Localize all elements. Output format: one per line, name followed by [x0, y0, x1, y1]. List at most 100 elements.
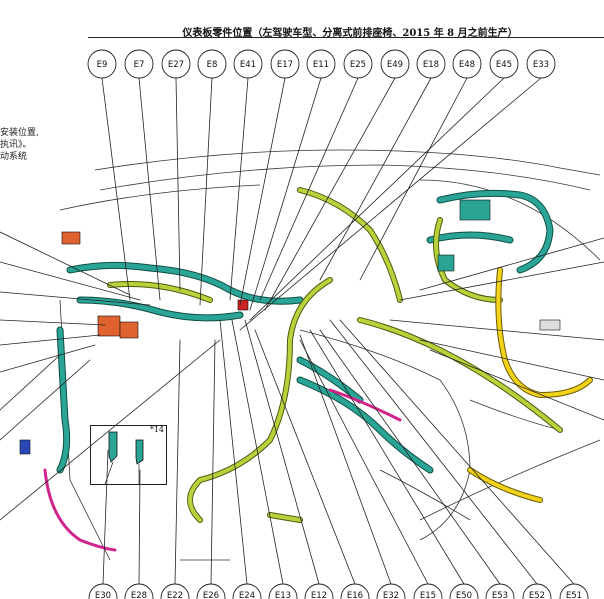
callout-top-0: [101, 77, 131, 301]
connector-e30: E30: [88, 583, 118, 599]
callout-top-7: [259, 77, 359, 301]
connector-e11: E11: [306, 49, 336, 79]
connector-e25: E25: [343, 49, 373, 79]
connector-e17: E17: [270, 49, 300, 79]
teal-harness-outline-2: [436, 189, 554, 274]
callout-bottom-7: [254, 329, 356, 585]
callout-top-4: [229, 77, 249, 301]
callout-top-5: [239, 77, 286, 306]
yellow-harness-0: [496, 268, 592, 397]
inset-detail-box: *14: [90, 425, 167, 485]
callout-bottom-0: [102, 449, 109, 585]
callout-right-4: [419, 339, 604, 381]
connector-e33: E33: [526, 49, 556, 79]
callout-left-8: [0, 339, 221, 521]
connector-e26: E26: [196, 583, 226, 599]
lime-harness-4: [108, 282, 212, 302]
svg-text:E9: E9: [97, 60, 108, 70]
callout-bottom-10: [309, 329, 465, 585]
callout-bottom-2: [174, 339, 181, 585]
svg-text:E15: E15: [420, 591, 436, 599]
svg-text:E45: E45: [496, 60, 512, 70]
harness-teal: [56, 189, 554, 474]
callout-left-6: [0, 354, 61, 411]
svg-text:E41: E41: [240, 60, 256, 70]
connector-blocks: [19, 199, 561, 455]
callout-top-2: [175, 77, 181, 291]
connector-e18: E18: [416, 49, 446, 79]
inset-label: *14: [149, 425, 164, 434]
orange-connector-1: [97, 315, 121, 337]
callout-left-5: [0, 344, 96, 373]
side-note-3: 动系统: [0, 152, 28, 162]
connector-e53: E53: [485, 583, 515, 599]
callout-right-3: [429, 349, 604, 421]
orange-connector-0: [61, 231, 81, 245]
lime-harness-1: [298, 188, 402, 302]
connector-e51: E51: [559, 583, 589, 599]
blue-connector-0: [19, 439, 31, 455]
top-connector-labels: E9 E7 E27 E8 E41 E17 E11 E25 E49 E18 E48…: [87, 49, 556, 79]
svg-text:E52: E52: [529, 591, 545, 599]
callout-left-1: [0, 261, 141, 301]
callout-left-3: [0, 319, 106, 326]
connector-e24: E24: [232, 583, 262, 599]
lime-harness-2: [434, 218, 502, 302]
connector-e48: E48: [452, 49, 482, 79]
teal-harness-3: [427, 232, 513, 243]
lime-harness-outline-1: [297, 187, 403, 303]
callout-bottom-11: [319, 329, 501, 585]
connector-e28: E28: [124, 583, 154, 599]
connector-e52: E52: [522, 583, 552, 599]
bottom-connector-labels: E30 E28 E22 E26 E24 E13 E12 E16 E32 E15 …: [88, 583, 589, 599]
svg-text:E8: E8: [207, 60, 218, 70]
callout-right-0: [419, 237, 604, 291]
callout-top-8: [264, 77, 396, 311]
connector-e9: E9: [87, 49, 117, 79]
lime-harness-0: [188, 278, 332, 522]
callout-right-1: [399, 261, 604, 301]
svg-text:E18: E18: [423, 60, 439, 70]
callout-top-3: [199, 77, 213, 306]
magenta-harness-1: [328, 388, 402, 422]
teal-connector-1: [459, 199, 491, 221]
teal-harness-0: [67, 262, 303, 304]
callout-bottom-9: [299, 339, 429, 585]
svg-text:E30: E30: [95, 591, 111, 599]
connector-e27: E27: [161, 49, 191, 79]
svg-text:E27: E27: [168, 60, 184, 70]
svg-text:E26: E26: [203, 591, 219, 599]
svg-text:E11: E11: [313, 60, 329, 70]
callout-bottom-12: [329, 319, 538, 585]
svg-text:E49: E49: [387, 60, 403, 70]
yellow-harness-1: [468, 468, 542, 502]
callout-bottom-3: [210, 339, 216, 585]
callout-left-2: [0, 291, 151, 306]
connector-e22: E22: [160, 583, 190, 599]
svg-text:E25: E25: [350, 60, 366, 70]
lime-harness-5: [358, 318, 562, 432]
svg-text:E16: E16: [347, 591, 363, 599]
svg-text:E22: E22: [167, 591, 183, 599]
callout-bottom-5: [231, 319, 284, 585]
connector-e7: E7: [124, 49, 154, 79]
gray-connector-0: [539, 319, 561, 331]
svg-text:E51: E51: [566, 591, 582, 599]
connector-e16: E16: [340, 583, 370, 599]
svg-text:E33: E33: [533, 60, 549, 70]
connector-e45: E45: [489, 49, 519, 79]
connector-e49: E49: [380, 49, 410, 79]
svg-text:E48: E48: [459, 60, 475, 70]
svg-text:E12: E12: [311, 591, 327, 599]
teal-harness-4: [297, 377, 433, 473]
diagram-title: 仪表板零件位置（左驾驶车型、分离式前排座椅、2015 年 8 月之前生产）: [182, 28, 518, 39]
inset-connectors: [104, 431, 144, 484]
connector-e13: E13: [268, 583, 298, 599]
title-underline: [88, 37, 604, 38]
connector-e32: E32: [376, 583, 406, 599]
teal-harness-2: [437, 190, 553, 273]
red-connector-0: [237, 299, 249, 311]
connector-e41: E41: [233, 49, 263, 79]
harness-lime: [107, 187, 563, 523]
